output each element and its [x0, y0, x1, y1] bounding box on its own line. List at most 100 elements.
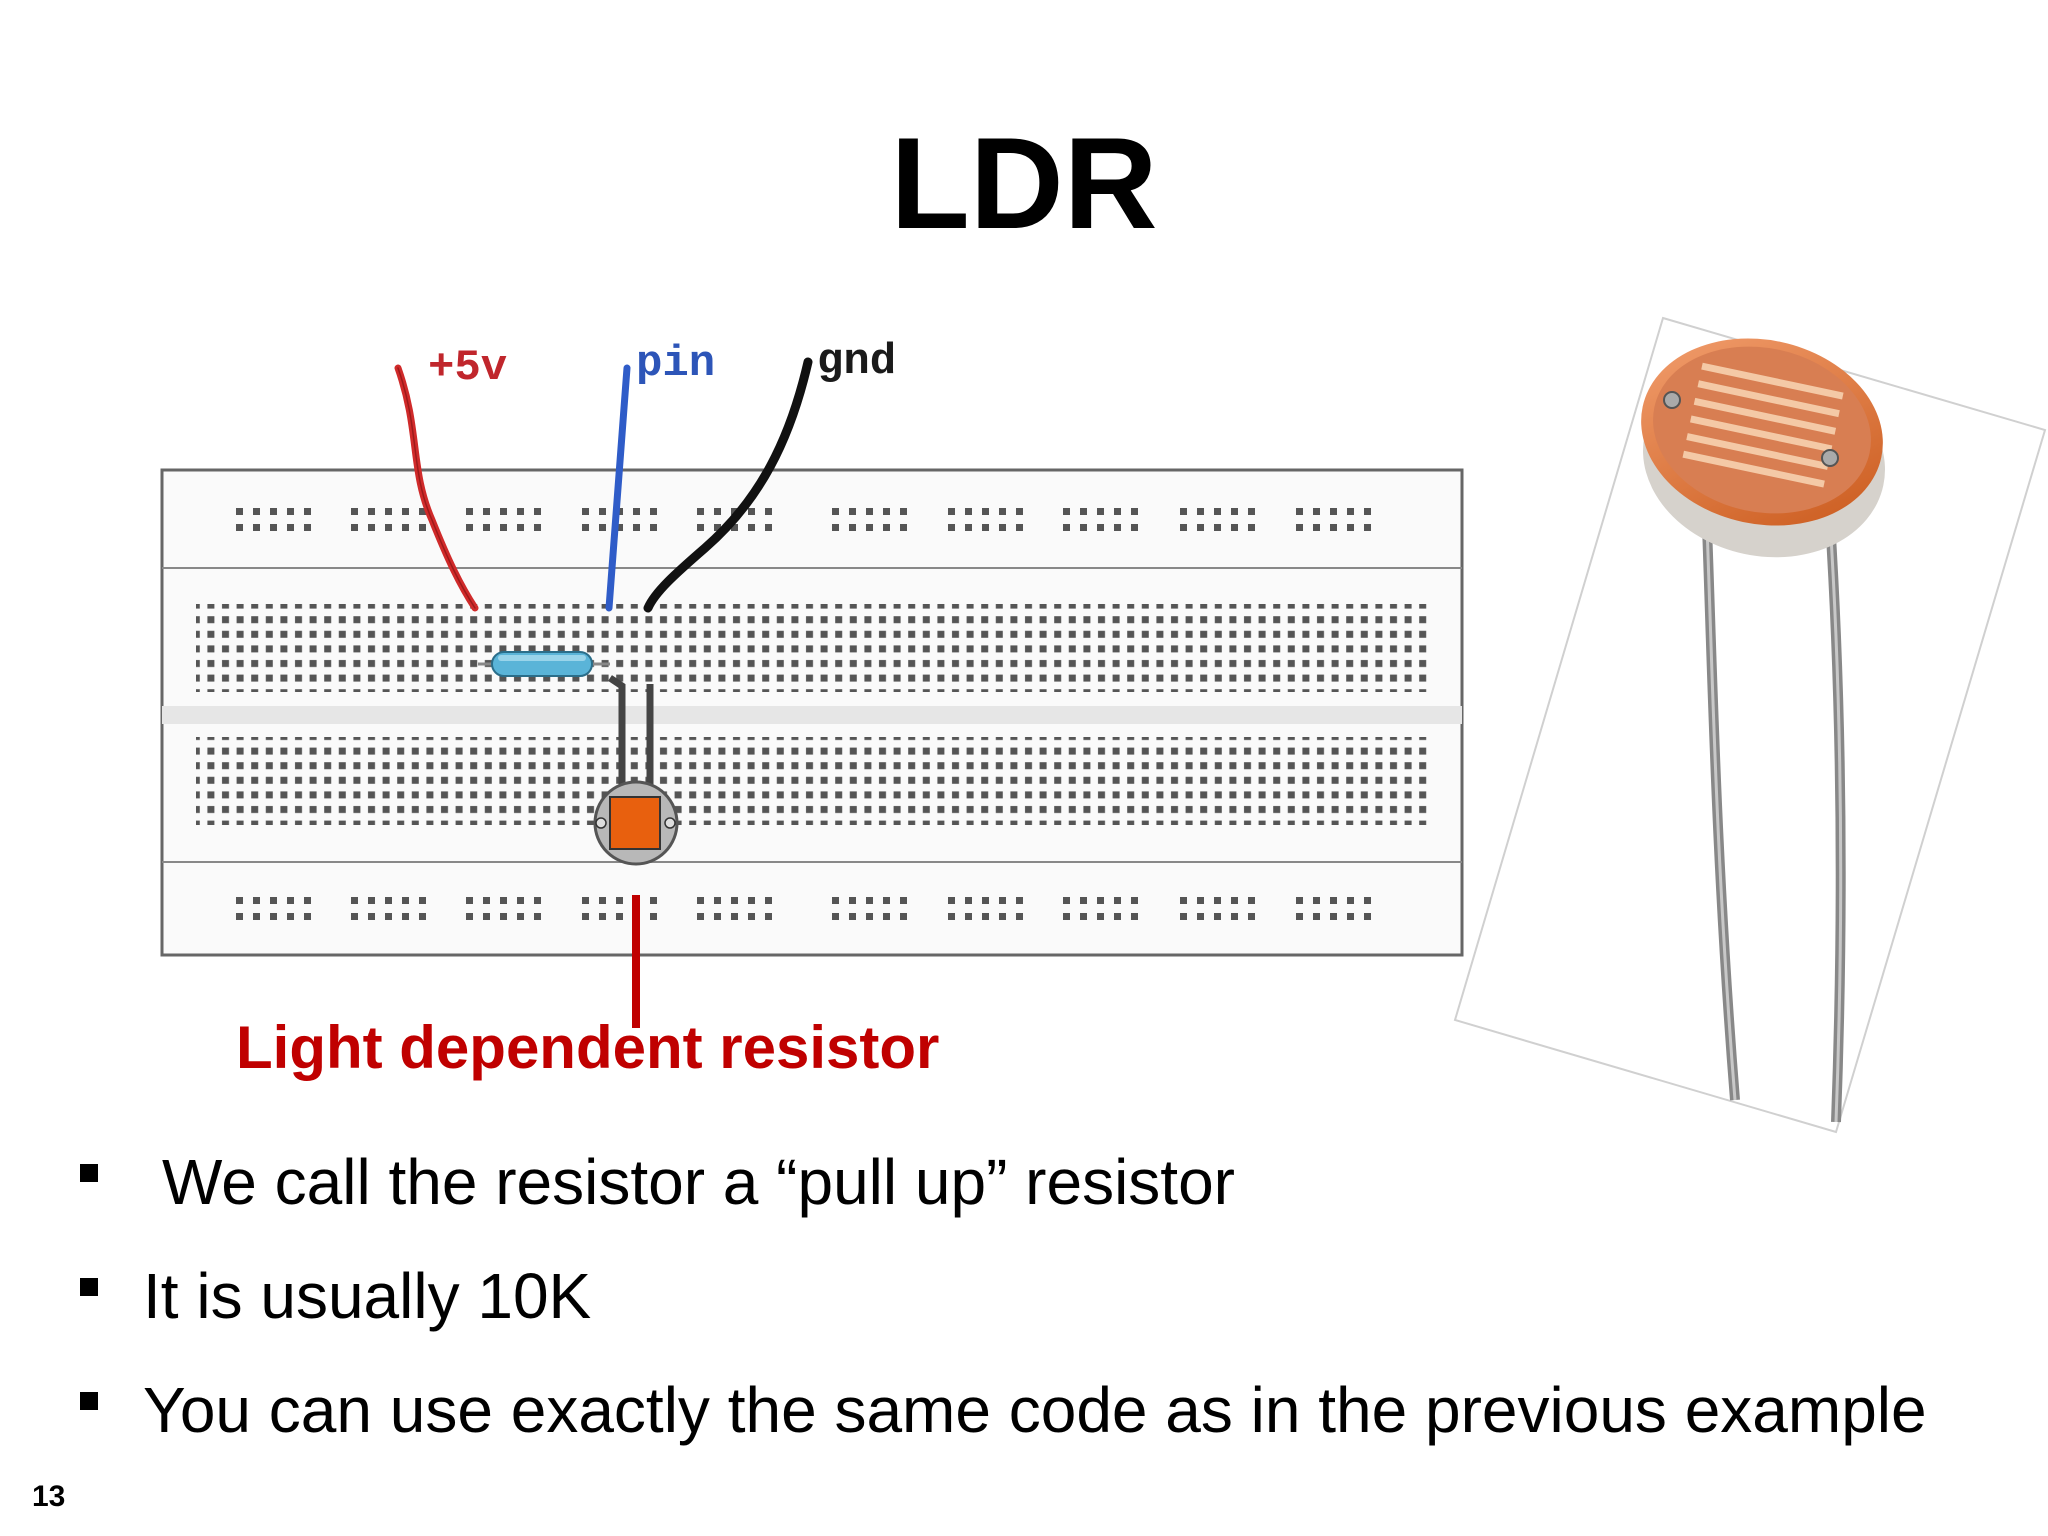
- rail-hole: [697, 913, 704, 920]
- rail-hole: [965, 508, 972, 515]
- rail-hole: [866, 508, 873, 515]
- gnd-label: gnd: [817, 337, 897, 387]
- rail-hole: [1330, 508, 1337, 515]
- rail-hole: [714, 913, 721, 920]
- rail-hole: [1214, 897, 1221, 904]
- rail-hole: [714, 508, 721, 515]
- rail-hole: [1214, 524, 1221, 531]
- rail-hole: [748, 897, 755, 904]
- rail-hole: [517, 897, 524, 904]
- rail-hole: [1313, 897, 1320, 904]
- rail-hole: [1364, 897, 1371, 904]
- pull-up-resistor: [478, 651, 610, 677]
- rail-hole: [697, 524, 704, 531]
- rail-hole: [483, 913, 490, 920]
- rail-hole: [849, 913, 856, 920]
- rail-hole: [304, 913, 311, 920]
- rail-hole: [368, 913, 375, 920]
- rail-hole: [633, 524, 640, 531]
- rail-hole: [534, 897, 541, 904]
- pin-label: pin: [636, 339, 716, 389]
- rail-hole: [1330, 524, 1337, 531]
- rail-hole: [999, 897, 1006, 904]
- bullet-text: It is usually 10K: [143, 1260, 592, 1332]
- rail-hole: [1063, 508, 1070, 515]
- rail-hole: [466, 524, 473, 531]
- rail-hole: [368, 508, 375, 515]
- rail-hole: [500, 524, 507, 531]
- rail-hole: [1131, 913, 1138, 920]
- rail-hole: [714, 524, 721, 531]
- rail-hole: [1330, 913, 1337, 920]
- rail-hole: [1364, 524, 1371, 531]
- rail-hole: [287, 508, 294, 515]
- ldr-caption: Light dependent resistor: [236, 1014, 940, 1081]
- rail-hole: [517, 524, 524, 531]
- rail-hole: [236, 897, 243, 904]
- rail-hole: [965, 524, 972, 531]
- rail-hole: [832, 508, 839, 515]
- rail-hole: [582, 508, 589, 515]
- rail-hole: [419, 913, 426, 920]
- rail-hole: [402, 913, 409, 920]
- rail-hole: [236, 913, 243, 920]
- rail-hole: [765, 913, 772, 920]
- rail-hole: [1131, 508, 1138, 515]
- slide-title: LDR: [890, 110, 1158, 256]
- rail-hole: [534, 524, 541, 531]
- rail-hole: [419, 897, 426, 904]
- rail-hole: [948, 508, 955, 515]
- rail-hole: [866, 897, 873, 904]
- five-volt-label: +5v: [428, 343, 508, 393]
- rail-hole: [1197, 897, 1204, 904]
- rail-hole: [999, 524, 1006, 531]
- rail-hole: [351, 508, 358, 515]
- rail-hole: [883, 913, 890, 920]
- rail-hole: [1114, 508, 1121, 515]
- rail-hole: [351, 913, 358, 920]
- rail-hole: [616, 524, 623, 531]
- rail-hole: [999, 508, 1006, 515]
- rail-hole: [351, 524, 358, 531]
- bullet-text: You can use exactly the same code as in …: [143, 1374, 1927, 1446]
- rail-hole: [1347, 913, 1354, 920]
- rail-hole: [1114, 897, 1121, 904]
- rail-hole: [466, 508, 473, 515]
- rail-hole: [1131, 524, 1138, 531]
- rail-hole: [1231, 897, 1238, 904]
- rail-hole: [517, 508, 524, 515]
- rail-hole: [1364, 508, 1371, 515]
- rail-hole: [748, 508, 755, 515]
- rail-hole: [832, 913, 839, 920]
- rail-hole: [419, 508, 426, 515]
- rail-hole: [1231, 913, 1238, 920]
- rail-hole: [534, 913, 541, 920]
- rail-hole: [616, 897, 623, 904]
- rail-hole: [1296, 524, 1303, 531]
- bullet-item: We call the resistor a “pull up” resisto…: [80, 1150, 1927, 1264]
- rail-hole: [483, 524, 490, 531]
- rail-hole: [270, 897, 277, 904]
- rail-hole: [1114, 524, 1121, 531]
- rail-hole: [1347, 524, 1354, 531]
- rail-hole: [1097, 524, 1104, 531]
- bullet-marker: [80, 1164, 98, 1182]
- rail-hole: [900, 897, 907, 904]
- rail-hole: [466, 913, 473, 920]
- bullet-marker: [80, 1278, 98, 1296]
- rail-hole: [731, 897, 738, 904]
- rail-hole: [982, 524, 989, 531]
- rail-hole: [765, 508, 772, 515]
- rail-hole: [748, 524, 755, 531]
- rail-hole: [616, 913, 623, 920]
- rail-hole: [1231, 508, 1238, 515]
- rail-hole: [832, 897, 839, 904]
- rail-hole: [650, 897, 657, 904]
- terminal-strip-lower: [196, 737, 1431, 825]
- rail-hole: [534, 508, 541, 515]
- rail-hole: [1248, 897, 1255, 904]
- rail-hole: [982, 913, 989, 920]
- rail-hole: [1197, 913, 1204, 920]
- ldr-component: [593, 780, 679, 866]
